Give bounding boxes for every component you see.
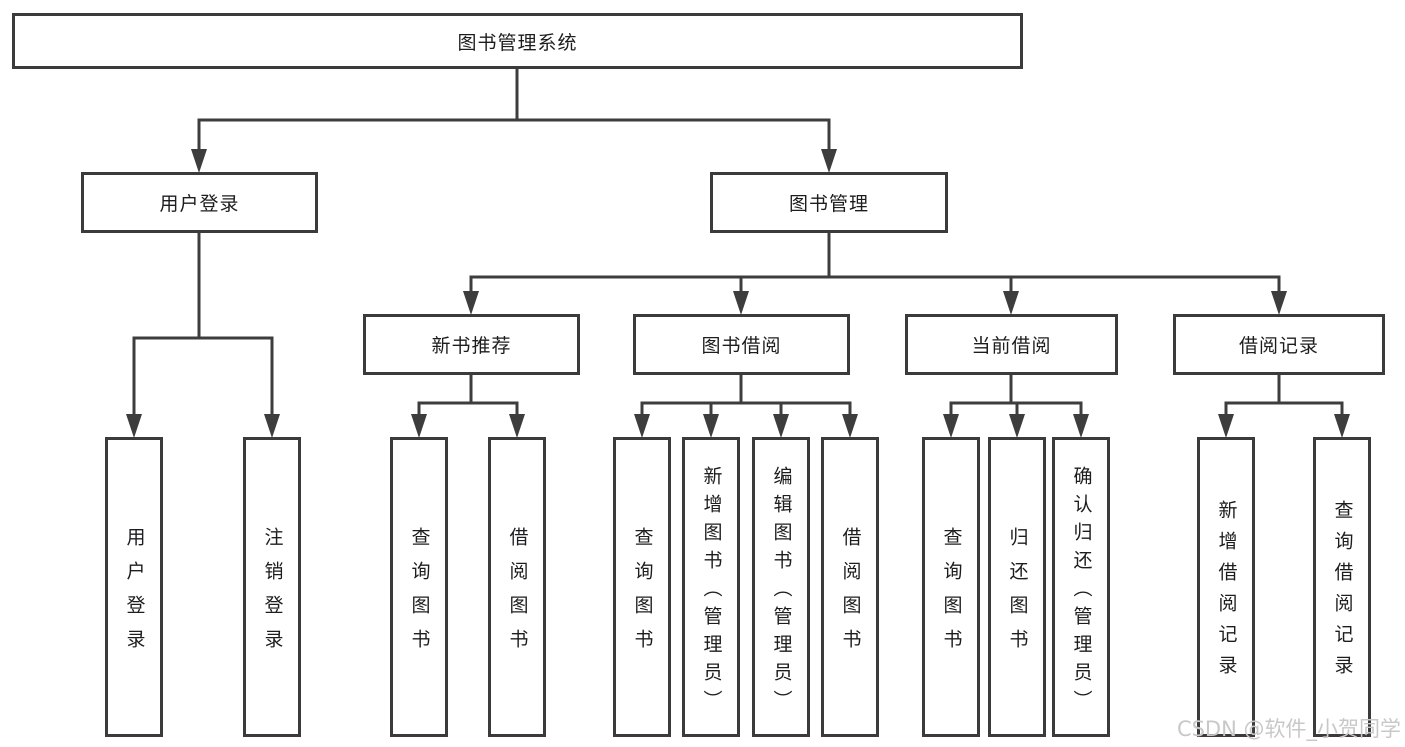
node-new-book-rec-label: 新书推荐	[431, 335, 512, 357]
connector-root-split	[197, 68, 831, 152]
arrowhead	[1009, 414, 1025, 438]
leaf-bb-edit-book: 编辑图书（管理员）	[752, 437, 810, 737]
leaf-bb-edit-book-label: 编辑图书（管理员）	[770, 465, 793, 718]
node-borrow-record-label: 借阅记录	[1238, 335, 1319, 357]
arrowhead	[943, 414, 959, 438]
arrowhead	[1334, 414, 1350, 438]
connector-user-login-split	[132, 233, 274, 416]
arrowhead	[264, 414, 280, 438]
leaf-user-login: 用户登录	[105, 437, 163, 737]
arrowhead	[1218, 414, 1234, 438]
arrowhead	[821, 149, 837, 173]
leaf-nb-borrow-book-label: 借阅图书	[506, 526, 529, 663]
leaf-bb-query-book: 查询图书	[613, 437, 671, 737]
node-borrow-record: 借阅记录	[1173, 314, 1385, 375]
leaf-logout: 注销登录	[243, 437, 301, 737]
node-root: 图书管理系统	[12, 13, 1023, 69]
node-book-mgmt-label: 图书管理	[788, 193, 869, 215]
node-new-book-rec: 新书推荐	[363, 314, 580, 375]
arrowhead	[1271, 291, 1287, 315]
arrowhead	[703, 414, 719, 438]
leaf-bb-add-book: 新增图书（管理员）	[682, 437, 740, 737]
leaf-cb-confirm-return: 确认归还（管理员）	[1052, 437, 1110, 737]
arrowhead	[733, 291, 749, 315]
arrowhead	[463, 291, 479, 315]
node-book-mgmt: 图书管理	[710, 172, 948, 233]
arrowhead	[411, 414, 427, 438]
leaf-nb-query-book: 查询图书	[390, 437, 448, 737]
arrowhead	[634, 414, 650, 438]
node-root-label: 图书管理系统	[457, 31, 578, 54]
leaf-nb-query-book-label: 查询图书	[408, 526, 431, 663]
leaf-br-query-record: 查询借阅记录	[1313, 437, 1371, 737]
connector-current-borrow-split	[949, 375, 1083, 416]
leaf-br-add-record: 新增借阅记录	[1197, 437, 1255, 737]
arrowheads	[126, 149, 1350, 438]
leaf-cb-confirm-return-label: 确认归还（管理员）	[1070, 465, 1093, 718]
leaf-bb-borrow-book-label: 借阅图书	[839, 526, 862, 663]
csdn-watermark: CSDN @软件_小贺同学	[1176, 717, 1401, 741]
arrowhead	[1003, 291, 1019, 315]
node-user-login: 用户登录	[81, 172, 318, 233]
leaf-cb-query-book: 查询图书	[922, 437, 980, 737]
connector-borrow-record-split	[1224, 375, 1344, 416]
leaf-br-query-record-label: 查询借阅记录	[1331, 500, 1354, 686]
leaf-bb-query-book-label: 查询图书	[631, 526, 654, 663]
leaf-bb-borrow-book: 借阅图书	[821, 437, 879, 737]
leaf-user-login-label: 用户登录	[123, 526, 146, 663]
arrowhead	[1073, 414, 1089, 438]
node-user-login-label: 用户登录	[159, 193, 240, 215]
leaf-cb-return-book-label: 归还图书	[1006, 526, 1029, 663]
leaf-cb-return-book: 归还图书	[988, 437, 1046, 737]
arrowhead	[191, 149, 207, 173]
node-current-borrow: 当前借阅	[905, 314, 1118, 375]
node-current-borrow-label: 当前借阅	[971, 335, 1052, 357]
arrowhead	[126, 414, 142, 438]
arrowhead	[842, 414, 858, 438]
connector-book-borrow-split	[640, 375, 852, 416]
leaf-cb-query-book-label: 查询图书	[940, 526, 963, 663]
connector-book-mgmt-split	[469, 233, 1281, 293]
leaf-bb-add-book-label: 新增图书（管理员）	[700, 465, 723, 718]
arrowhead	[773, 414, 789, 438]
leaf-br-add-record-label: 新增借阅记录	[1215, 500, 1238, 686]
node-book-borrow-label: 图书借阅	[701, 335, 782, 357]
leaf-nb-borrow-book: 借阅图书	[488, 437, 546, 737]
leaf-logout-label: 注销登录	[261, 526, 284, 663]
arrowhead	[509, 414, 525, 438]
node-book-borrow: 图书借阅	[633, 314, 850, 375]
connector-new-book-rec-split	[417, 375, 519, 416]
